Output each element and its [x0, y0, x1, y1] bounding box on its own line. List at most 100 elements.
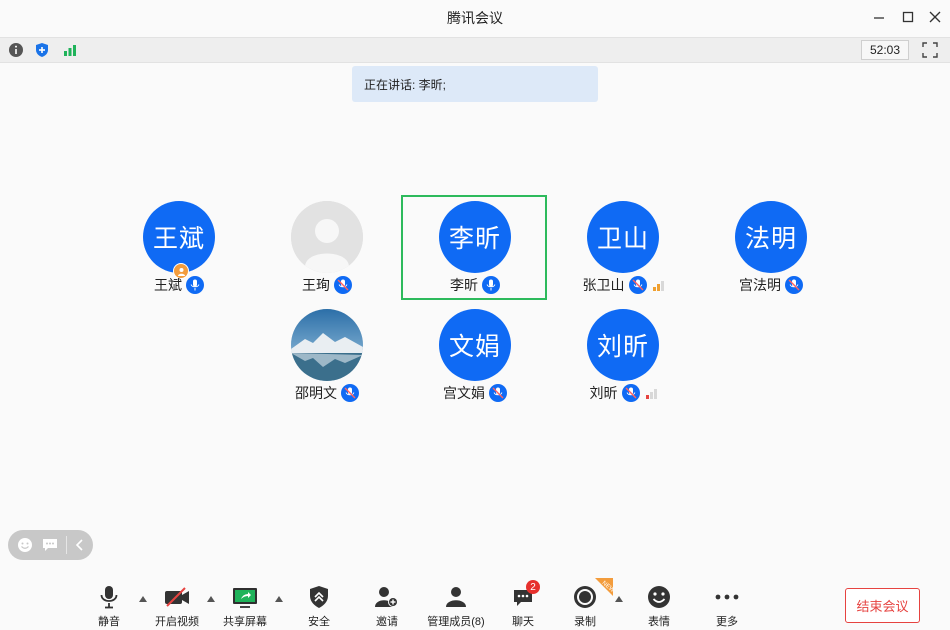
chevron-left-icon[interactable]	[74, 538, 86, 552]
security-label: 安全	[308, 616, 330, 628]
participant-avatar: 李昕	[439, 201, 511, 273]
new-tag-icon: NEW	[595, 578, 613, 596]
participant-name: 邵明文	[295, 385, 337, 401]
divider	[66, 536, 67, 554]
invite-button[interactable]: 邀请	[372, 584, 402, 630]
emoji-icon[interactable]	[17, 537, 33, 553]
participant-tile[interactable]: 王斌 王斌	[105, 195, 253, 301]
share-screen-icon	[233, 588, 257, 608]
security-status-button[interactable]	[33, 41, 51, 59]
video-options-arrow[interactable]	[207, 596, 215, 602]
microphone-icon	[186, 276, 204, 294]
reactions-label: 表情	[648, 616, 670, 628]
minimize-button[interactable]	[870, 9, 888, 25]
record-options-arrow[interactable]	[615, 596, 623, 602]
participant-tile[interactable]: 卫山 张卫山	[549, 195, 697, 301]
microphone-muted-icon	[785, 276, 803, 294]
floating-controls	[8, 530, 93, 560]
microphone-icon	[482, 276, 500, 294]
microphone-icon	[100, 586, 118, 609]
participant-name: 宫文娟	[443, 385, 485, 401]
participant-name-row: 刘昕	[549, 383, 697, 403]
members-label: 管理成员(8)	[427, 616, 485, 628]
record-button[interactable]: NEW 录制	[570, 578, 613, 630]
network-status-button[interactable]	[61, 41, 79, 59]
meeting-info-toolbar: 52:03	[0, 37, 950, 63]
title-bar: 腾讯会议	[0, 0, 950, 34]
participant-name-row: 王斌	[105, 275, 253, 295]
chat-bubble-icon[interactable]	[42, 537, 58, 553]
video-label: 开启视频	[155, 616, 199, 628]
shield-icon	[310, 586, 328, 608]
chat-icon	[514, 590, 532, 606]
fullscreen-button[interactable]	[922, 42, 938, 58]
participant-name: 王珣	[302, 277, 330, 293]
participant-avatar: 卫山	[587, 201, 659, 273]
microphone-muted-icon	[334, 276, 352, 294]
minimize-icon	[874, 17, 884, 19]
participant-tile[interactable]: 刘昕 刘昕	[549, 303, 697, 409]
network-signal-icon	[645, 388, 657, 399]
mute-label: 静音	[98, 616, 120, 628]
security-button[interactable]: 安全	[304, 584, 334, 630]
window-title: 腾讯会议	[447, 10, 503, 26]
bottom-control-bar: 静音 开启视频 共享屏幕 安全 邀请 管理成员(8) 2 聊天 NEW 录制 表…	[0, 578, 950, 630]
participant-avatar: 文娟	[439, 309, 511, 381]
participant-tile-active[interactable]: 李昕 李昕	[401, 195, 549, 301]
network-signal-icon	[652, 280, 664, 291]
share-label: 共享屏幕	[223, 616, 267, 628]
more-button[interactable]: 更多	[712, 584, 742, 630]
more-label: 更多	[716, 616, 738, 628]
maximize-icon	[902, 11, 914, 23]
info-icon	[9, 43, 23, 57]
fullscreen-icon	[922, 42, 938, 58]
participant-tile[interactable]: 邵明文	[253, 303, 401, 409]
mute-button[interactable]: 静音	[94, 584, 124, 630]
maximize-button[interactable]	[899, 9, 917, 25]
close-icon	[929, 11, 941, 23]
signal-bars-icon	[64, 45, 76, 56]
microphone-muted-icon	[341, 384, 359, 402]
participant-avatar: 刘昕	[587, 309, 659, 381]
active-speaker-frame	[401, 195, 547, 300]
invite-label: 邀请	[376, 616, 398, 628]
participant-avatar: 法明	[735, 201, 807, 273]
end-meeting-button[interactable]: 结束会议	[845, 588, 920, 623]
microphone-muted-icon	[628, 276, 647, 294]
participant-name: 王斌	[154, 277, 182, 293]
meeting-info-button[interactable]	[7, 41, 25, 59]
participant-name: 张卫山	[582, 277, 625, 293]
participant-avatar: 王斌	[143, 201, 215, 273]
participant-tile[interactable]: 王珣	[253, 195, 401, 301]
participant-name: 李昕	[450, 277, 478, 293]
participant-name-row: 张卫山	[549, 275, 697, 295]
landscape-photo-avatar	[291, 309, 363, 381]
meeting-timer: 52:03	[861, 40, 909, 60]
members-icon	[446, 587, 466, 607]
share-options-arrow[interactable]	[275, 596, 283, 602]
participant-name-row: 邵明文	[253, 383, 401, 403]
microphone-muted-icon	[621, 384, 640, 402]
speaking-indicator: 正在讲话: 李昕;	[352, 66, 598, 102]
chat-button[interactable]: 2 聊天	[508, 580, 540, 630]
add-user-icon	[375, 587, 398, 607]
participant-name-row: 宫文娟	[401, 383, 549, 403]
start-video-button[interactable]: 开启视频	[152, 584, 202, 630]
video-off-icon	[165, 587, 189, 607]
more-icon	[715, 594, 739, 600]
participant-tile[interactable]: 文娟 宫文娟	[401, 303, 549, 409]
chat-label: 聊天	[512, 616, 534, 628]
default-person-avatar	[291, 201, 363, 273]
manage-members-button[interactable]: 管理成员(8)	[424, 584, 488, 630]
participant-name: 宫法明	[739, 277, 781, 293]
reactions-button[interactable]: 表情	[644, 584, 674, 630]
chat-unread-badge: 2	[526, 580, 540, 594]
participant-name-row: 李昕	[401, 275, 549, 295]
shield-icon	[36, 43, 48, 57]
share-screen-button[interactable]: 共享屏幕	[220, 584, 270, 630]
microphone-muted-icon	[489, 384, 507, 402]
close-button[interactable]	[926, 9, 944, 25]
audio-options-arrow[interactable]	[139, 596, 147, 602]
smile-icon	[648, 586, 670, 608]
participant-tile[interactable]: 法明 宫法明	[697, 195, 845, 301]
